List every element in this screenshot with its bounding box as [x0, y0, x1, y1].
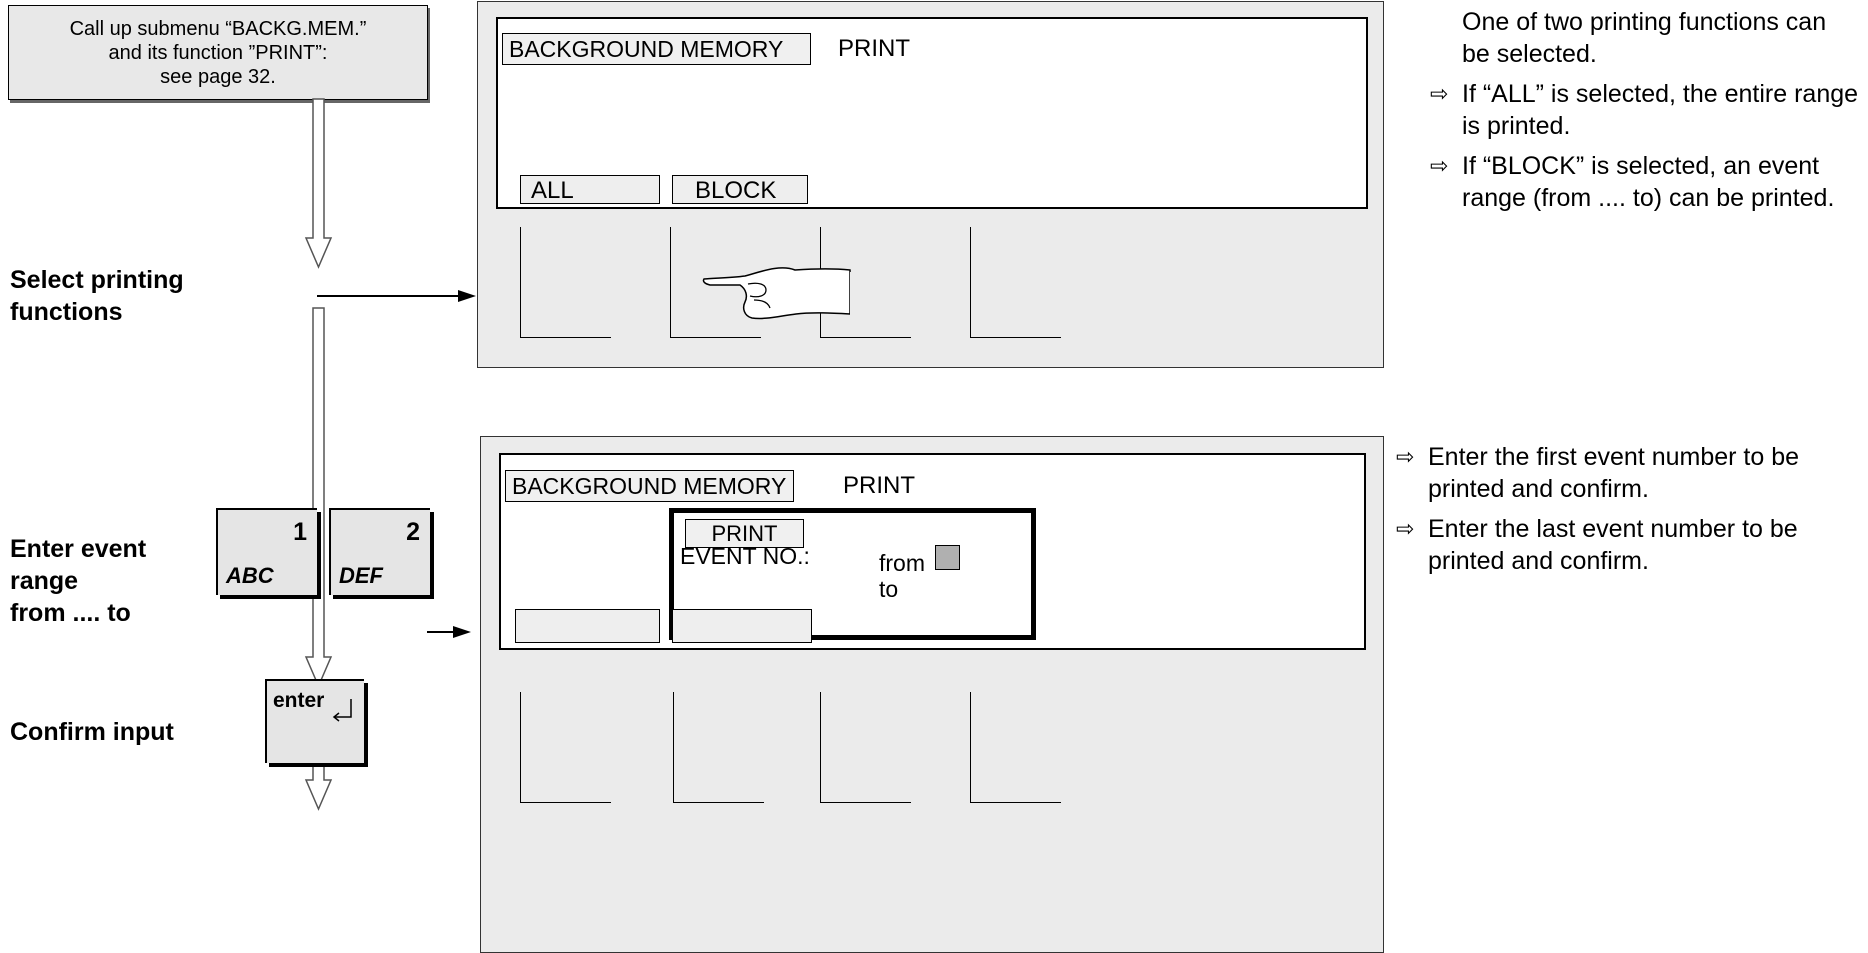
key-2-letters: DEF: [339, 563, 383, 588]
intro-line-2: and its function ”PRINT”:: [108, 41, 328, 64]
note-block: ⇨ If “BLOCK” is selected, an event range…: [1430, 150, 1860, 214]
step-enter: Enter event range from .... to: [10, 533, 146, 629]
screen1-title: BACKGROUND MEMORY: [502, 33, 811, 65]
note-last: ⇨ Enter the last event number to be prin…: [1396, 513, 1862, 577]
notes-top: One of two printing functions can be sel…: [1430, 6, 1860, 214]
event-no-label: EVENT NO.:: [680, 543, 810, 569]
screen2-function: PRINT: [843, 472, 915, 499]
intro-line-3: see page 32.: [160, 65, 276, 88]
screen1-function: PRINT: [838, 35, 910, 62]
step-enter-line1: Enter event: [10, 535, 147, 563]
enter-key[interactable]: enter: [265, 679, 364, 763]
step-select-line1: Select printing: [10, 266, 184, 294]
note-block-text: If “BLOCK” is selected, an event range (…: [1462, 152, 1835, 212]
enter-key-label: enter: [273, 689, 325, 712]
softkey-empty-2[interactable]: [672, 609, 812, 643]
note-all-text: If “ALL” is selected, the entire range i…: [1462, 80, 1859, 140]
key-2-def[interactable]: 2 DEF: [329, 508, 430, 595]
key-1-letters: ABC: [226, 563, 274, 588]
note-first-text: Enter the first event number to be print…: [1428, 443, 1800, 503]
note-all: ⇨ If “ALL” is selected, the entire range…: [1430, 78, 1860, 142]
function-key-8[interactable]: [970, 692, 1061, 803]
notes-bottom: ⇨ Enter the first event number to be pri…: [1396, 441, 1862, 577]
key-1-number: 1: [293, 518, 307, 546]
function-key-6[interactable]: [673, 692, 764, 803]
step-select: Select printing functions: [10, 264, 184, 328]
pointing-hand-icon: [702, 267, 860, 320]
flow-arrow-down-2: [304, 307, 333, 688]
function-key-4[interactable]: [970, 227, 1061, 338]
bullet-arrow-icon: ⇨: [1396, 516, 1415, 541]
bullet-arrow-icon: ⇨: [1430, 153, 1449, 178]
step-enter-line3: from .... to: [10, 599, 131, 627]
bullet-arrow-icon: ⇨: [1396, 444, 1415, 469]
function-key-5[interactable]: [520, 692, 611, 803]
note-intro: One of two printing functions can be sel…: [1462, 8, 1827, 68]
arrow-to-panel2: [453, 626, 471, 638]
key-1-abc[interactable]: 1 ABC: [216, 508, 317, 595]
dialog-title: PRINT: [685, 519, 804, 548]
note-last-text: Enter the last event number to be printe…: [1428, 515, 1798, 575]
screen2-title: BACKGROUND MEMORY: [505, 470, 794, 502]
function-key-2[interactable]: [670, 227, 761, 338]
function-key-1[interactable]: [520, 227, 611, 338]
softkey-empty-1[interactable]: [515, 609, 660, 643]
note-first: ⇨ Enter the first event number to be pri…: [1396, 441, 1862, 505]
intro-line-1: Call up submenu “BACKG.MEM.”: [69, 17, 367, 40]
enter-return-icon: [332, 699, 352, 722]
softkey-block[interactable]: BLOCK: [672, 175, 808, 204]
intro-note: Call up submenu “BACKG.MEM.” and its fun…: [8, 5, 428, 100]
arrow-to-panel1: [458, 290, 476, 302]
key-2-number: 2: [406, 518, 420, 546]
function-key-7[interactable]: [820, 692, 911, 803]
step-enter-line2: range: [10, 567, 79, 595]
from-label: from: [879, 550, 925, 576]
step-select-line2: functions: [10, 298, 123, 326]
bullet-arrow-icon: ⇨: [1430, 81, 1449, 106]
softkey-all[interactable]: ALL: [520, 175, 660, 204]
from-input-cursor[interactable]: [935, 545, 960, 570]
to-label: to: [879, 576, 899, 602]
flow-arrow-down-1: [304, 98, 333, 269]
step-confirm: Confirm input: [10, 718, 174, 746]
